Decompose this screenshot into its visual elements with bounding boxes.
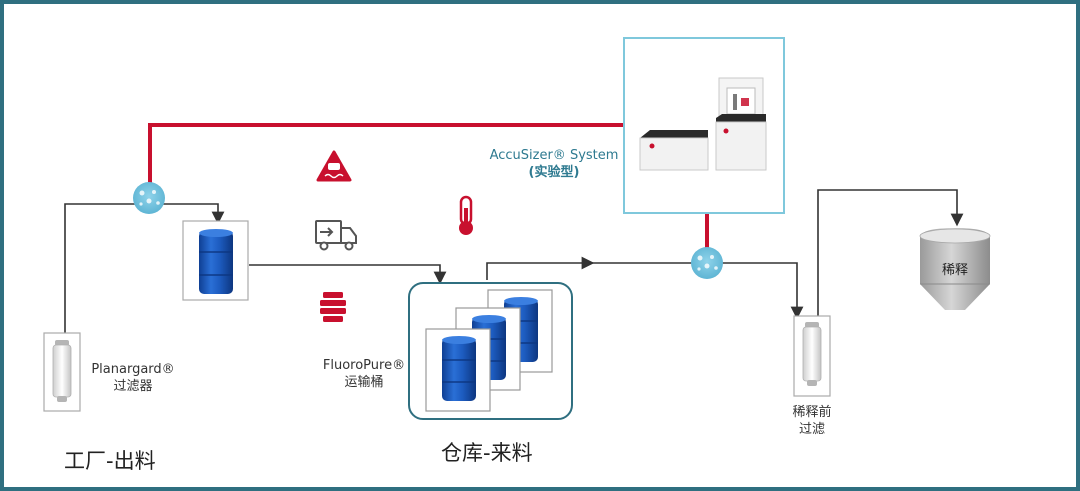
dilution-label: 稀释 [941,263,968,278]
fluoropure-desc: 运输桶 [344,375,384,390]
red-sampling-line [148,123,709,250]
delivery-truck-icon [315,220,357,251]
prefilter-label: 稀释前 过滤 [780,404,844,438]
stage-warehouse-in: 仓库-来料 [441,441,533,465]
accusizer-desc: (实验型) [528,165,580,180]
stacked-drum-icon [320,292,346,322]
stage-factory-out: 工厂-出料 [64,449,156,473]
planargard-desc: 过滤器 [113,379,153,394]
particle-sizer-instrument-icon [623,37,785,214]
thermometer-icon [459,195,473,235]
cartridge-filter-icon [43,332,81,412]
fluoropure-label: FluoroPure® 运输桶 [316,357,412,391]
planargard-name: Planargard® [91,362,175,377]
sensor-node-icon [691,247,723,279]
accusizer-label: AccuSizer® System (实验型) [484,147,624,181]
dilution-tank-icon [919,228,991,310]
fluoropure-name: FluoroPure® [322,358,406,373]
blue-drum-icon [182,220,249,301]
cartridge-filter-icon [793,315,831,397]
sensor-node-icon [133,182,165,214]
slippery-road-warning-icon [316,150,352,182]
accusizer-name: AccuSizer® System [489,148,619,163]
blue-drum-icon [425,328,491,412]
prefilter-line1: 稀释前 [792,405,832,420]
planargard-label: Planargard® 过滤器 [88,361,178,395]
prefilter-line2: 过滤 [798,422,825,437]
